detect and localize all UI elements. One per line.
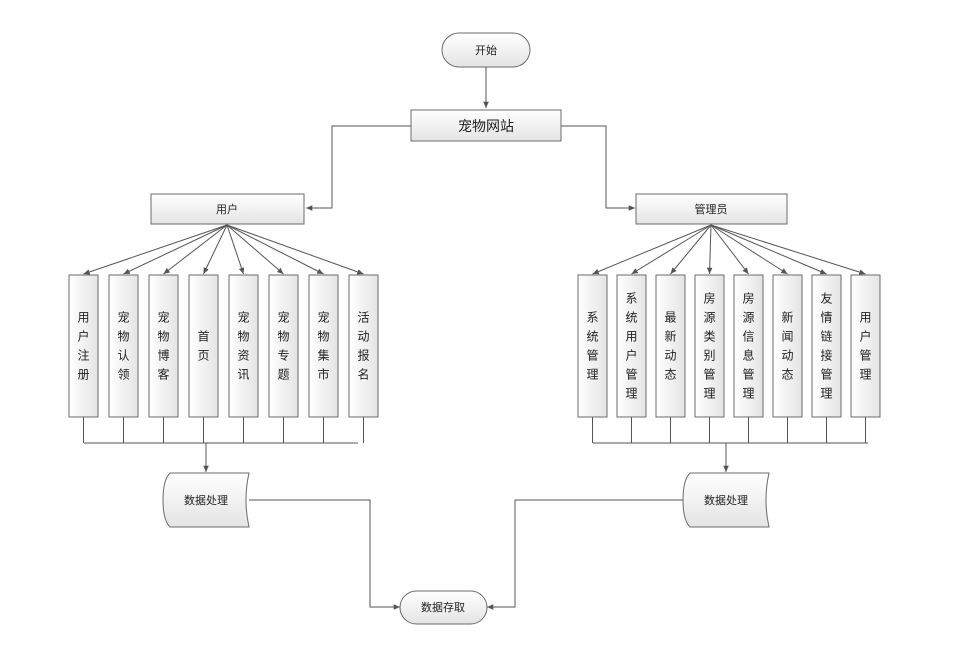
start-node: 开始 <box>441 32 531 68</box>
user-module-label: 宠物资讯 <box>237 310 249 382</box>
user-fan-arrow <box>226 224 324 275</box>
user-module: 宠物专题 <box>268 274 299 418</box>
user-fan-arrow <box>226 224 364 275</box>
connector-user-process-storage <box>249 499 400 610</box>
user-module-label: 宠物认领 <box>117 310 129 382</box>
user-module: 活动报名 <box>348 274 379 418</box>
storage-node: 数据存取 <box>399 590 488 625</box>
admin-process-node: 数据处理 <box>682 472 770 528</box>
user-module: 宠物集市 <box>308 274 339 418</box>
admin-module: 用户管理 <box>850 274 881 418</box>
user-fan-arrow <box>226 224 245 275</box>
admin-module-label: 最新动态 <box>664 311 676 382</box>
connector-site-user <box>306 125 411 211</box>
admin-fan-arrow <box>710 224 866 275</box>
user-module: 宠物认领 <box>108 274 139 418</box>
admin-module: 最新动态 <box>655 274 686 418</box>
admin-role-node: 管理员 <box>635 193 788 225</box>
admin-fan-arrow <box>631 224 712 275</box>
user-role-label: 用户 <box>216 202 238 216</box>
user-module: 宠物资讯 <box>228 274 259 418</box>
admin-role-label: 管理员 <box>695 202 728 216</box>
admin-fan-arrow <box>670 224 712 275</box>
storage-label: 数据存取 <box>421 600 465 614</box>
user-process-node: 数据处理 <box>162 472 250 528</box>
admin-process-label: 数据处理 <box>704 493 748 507</box>
connectors <box>84 67 868 610</box>
user-module-label: 用户注册 <box>77 311 89 382</box>
admin-module-label: 系统用户管理 <box>625 292 637 401</box>
admin-fan-arrow <box>592 224 712 275</box>
admin-fan-arrow <box>710 224 827 275</box>
admin-module: 新闻动态 <box>772 274 803 418</box>
admin-module-label: 房源信息管理 <box>742 291 754 401</box>
user-fan-arrow <box>83 224 228 275</box>
fan-lines <box>83 224 866 443</box>
user-role-node: 用户 <box>150 193 305 225</box>
user-fan-arrow <box>226 224 284 275</box>
site-node: 宠物网站 <box>410 109 562 142</box>
admin-module-label: 友情链接管理 <box>820 292 832 401</box>
start-label: 开始 <box>475 43 497 57</box>
user-module: 用户注册 <box>68 274 99 418</box>
admin-module: 系统用户管理 <box>616 274 647 418</box>
user-module-label: 宠物博客 <box>157 310 169 382</box>
admin-fan-arrow <box>706 224 713 275</box>
admin-module: 友情链接管理 <box>811 274 842 418</box>
user-module-label: 首页 <box>197 330 209 363</box>
admin-module-label: 系统管理 <box>586 311 598 382</box>
admin-module: 房源类别管理 <box>694 274 725 418</box>
admin-module-label: 用户管理 <box>859 311 871 382</box>
user-fan-arrow <box>203 224 228 275</box>
user-process-label: 数据处理 <box>184 493 228 507</box>
admin-module: 系统管理 <box>577 274 608 418</box>
user-fan-arrow <box>163 224 228 275</box>
user-module-label: 活动报名 <box>357 311 369 382</box>
connector-site-admin <box>561 125 635 211</box>
admin-modules: 系统管理 系统用户管理 最新动态 房源类别管理 房源信息管理 新闻动态 友情链接管理 用户管理 <box>577 274 881 418</box>
admin-module-label: 新闻动态 <box>781 310 793 382</box>
user-module: 宠物博客 <box>148 274 179 418</box>
admin-fan-arrow <box>710 224 749 275</box>
user-fan-arrow <box>123 224 228 275</box>
user-module-label: 宠物专题 <box>277 310 289 382</box>
user-module-label: 宠物集市 <box>317 310 329 382</box>
admin-module: 房源信息管理 <box>733 274 764 418</box>
user-module: 首页 <box>188 274 219 418</box>
user-modules: 用户注册 宠物认领 宠物博客 首页 宠物资讯 宠物专题 宠物集市 活动报名 <box>68 274 379 418</box>
site-label: 宠物网站 <box>458 119 514 135</box>
connector-admin-process-storage <box>487 499 684 610</box>
admin-fan-arrow <box>710 224 788 275</box>
admin-module-label: 房源类别管理 <box>703 291 715 401</box>
